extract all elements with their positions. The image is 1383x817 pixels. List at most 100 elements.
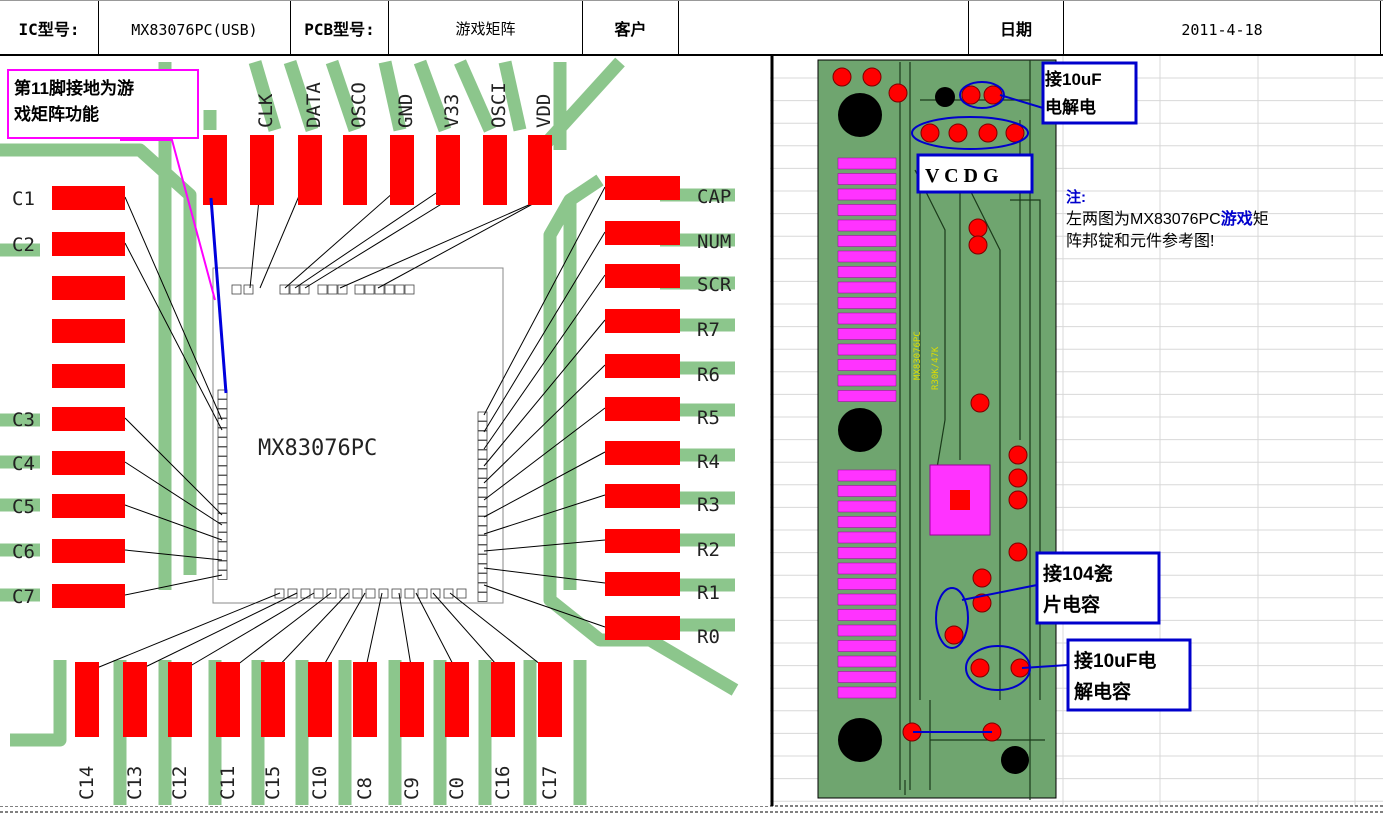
right-pad	[605, 221, 680, 245]
bottom-pad	[261, 662, 285, 737]
top-pad	[436, 135, 460, 205]
note-pointer	[120, 139, 216, 301]
callout-104-box	[1035, 551, 1161, 625]
note-line2: 阵邦锭和元件参考图!	[1066, 232, 1214, 250]
right-pad-label: R2	[697, 539, 720, 561]
top-pad-label: CLK	[255, 93, 277, 128]
right-pad-label: R3	[697, 494, 720, 516]
bottom-pad-label: C10	[309, 766, 331, 800]
callout-104-l2: 片电容	[1043, 593, 1100, 616]
left-pad-label: C7	[12, 586, 35, 608]
top-pad-label: GND	[395, 94, 417, 128]
customer-label: 客户	[582, 1, 678, 56]
gold-fingers	[837, 157, 897, 699]
chip-bond-pads	[217, 284, 488, 602]
top-pad	[298, 135, 322, 205]
chip-name: MX83076PC	[258, 436, 377, 461]
right-pad	[605, 484, 680, 508]
right-pad	[605, 397, 680, 421]
callout-104-l1: 接104瓷	[1043, 562, 1113, 585]
svg-text:R30K/47K: R30K/47K	[931, 346, 941, 390]
ic-model-value: MX83076PC(USB)	[98, 1, 290, 56]
bottom-pad	[491, 662, 515, 737]
right-pad	[605, 572, 680, 596]
red-pads	[52, 135, 680, 737]
pin11-note-line1: 第11脚接地为游	[14, 78, 134, 98]
top-pad-label: OSCO	[348, 82, 370, 128]
left-pad-label: C6	[12, 541, 35, 563]
right-pad-label: CAP	[697, 186, 731, 208]
top-pad	[390, 135, 414, 205]
left-pad	[52, 451, 125, 475]
bottom-pad-label: C0	[446, 777, 468, 800]
left-pad	[52, 232, 125, 256]
top-pad-label: OSCI	[488, 82, 510, 128]
left-pad-label: C5	[12, 496, 35, 518]
bottom-pad	[75, 662, 99, 737]
right-pad-label: NUM	[697, 231, 731, 253]
callout-10uf-top-l1: 接10uF	[1045, 69, 1102, 89]
right-pad-label: SCR	[697, 274, 732, 296]
right-pad	[605, 176, 680, 200]
bond-wires	[86, 169, 606, 673]
top-pad-label: VDD	[533, 94, 555, 128]
bottom-pad-label: C11	[217, 766, 239, 800]
top-pad-label: V33	[441, 94, 463, 128]
callout-10uf-top-l2: 电解电	[1045, 97, 1096, 117]
right-pad-label: R5	[697, 407, 720, 429]
bottom-pad	[216, 662, 240, 737]
bottom-pad	[400, 662, 424, 737]
right-pad	[605, 354, 680, 378]
bottom-pad-label: C8	[354, 777, 376, 800]
top-pad	[483, 135, 507, 205]
bottom-pad	[123, 662, 147, 737]
pcb-panel: MX83076PC R30K/47K 接10uF 电解电 V C D G 接10…	[817, 59, 1269, 800]
right-pad-label: R7	[697, 319, 720, 341]
pcb-model-label: PCB型号:	[290, 1, 388, 56]
right-pad	[605, 529, 680, 553]
vcdg-label-box	[916, 153, 1034, 194]
left-pad	[52, 584, 125, 608]
pcb-model-value: 游戏矩阵	[388, 1, 582, 56]
mount-hole-top	[838, 93, 882, 137]
right-pad-label: R0	[697, 626, 720, 648]
right-pad-label: R4	[697, 451, 720, 473]
mount-hole-bottom	[838, 718, 882, 762]
bottom-pad	[308, 662, 332, 737]
pin11-ground-wire	[209, 197, 228, 394]
customer-value	[678, 1, 968, 56]
bottom-pad-label: C17	[539, 766, 561, 800]
bottom-pad	[168, 662, 192, 737]
right-pad	[605, 309, 680, 333]
callout-10uf-top	[1041, 61, 1138, 125]
bottom-pad-label: C14	[76, 766, 98, 800]
bottom-pad-label: C15	[262, 766, 284, 800]
ic-model-label: IC型号:	[18, 20, 80, 39]
bottom-pad-label: C12	[169, 766, 191, 800]
left-pad-label: C3	[12, 409, 35, 431]
callout-markers	[911, 81, 1069, 733]
top-pad	[203, 135, 227, 205]
callout-10uf-bottom-l2: 解电容	[1074, 680, 1131, 703]
left-pad	[52, 276, 125, 300]
pin11-note-box	[7, 69, 199, 139]
green-traces	[0, 57, 739, 805]
date-value: 2011-4-18	[1063, 1, 1381, 56]
header-row: IC型号: MX83076PC(USB) PCB型号: 游戏矩阵 客户 日期 2…	[0, 0, 1383, 56]
pcb-component-pads	[832, 67, 1030, 742]
svg-text:MX83076PC: MX83076PC	[913, 331, 923, 380]
left-pad	[52, 186, 125, 210]
date-label: 日期	[968, 1, 1063, 56]
left-pad-label: C2	[12, 234, 35, 256]
left-pad-label: C1	[12, 188, 35, 210]
callout-10uf-bottom-box	[1066, 638, 1192, 712]
bottom-pad-label: C13	[124, 766, 146, 800]
bottom-pad	[353, 662, 377, 737]
top-pad	[343, 135, 367, 205]
left-pad	[52, 539, 125, 563]
left-pad	[52, 494, 125, 518]
right-pad-label: R1	[697, 582, 720, 604]
left-pad	[52, 364, 125, 388]
